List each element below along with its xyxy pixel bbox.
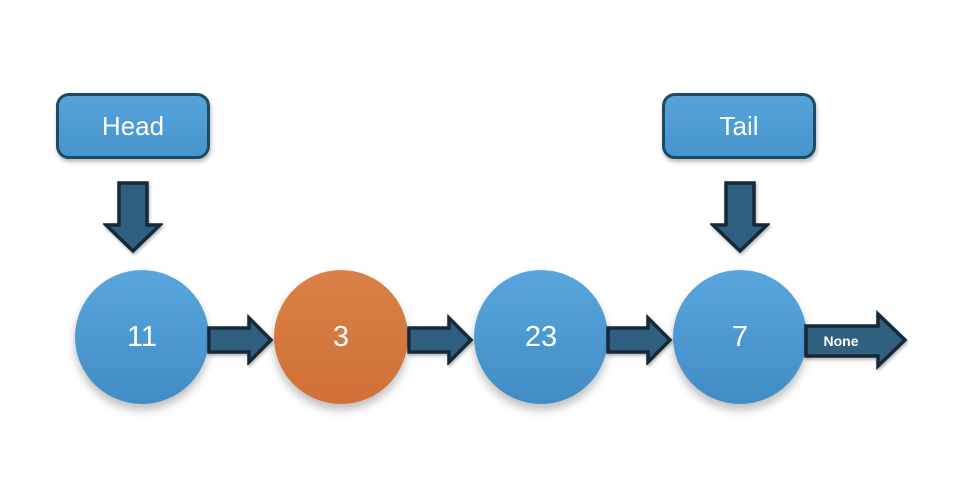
node-value: 11 (126, 320, 158, 353)
next-arrow-icon (207, 313, 274, 365)
next-arrow-icon (407, 313, 474, 365)
terminator-arrow: None (804, 310, 908, 370)
tail-down-arrow-icon (710, 181, 770, 254)
none-arrow-icon (804, 310, 908, 370)
next-arrow-icon (606, 313, 673, 365)
list-node: 11 (75, 270, 209, 404)
list-node: 3 (274, 270, 408, 404)
tail-pointer-label: Tail (719, 110, 759, 141)
tail-pointer-box: Tail (662, 93, 816, 159)
head-pointer-box: Head (56, 93, 210, 159)
node-value: 7 (731, 320, 749, 353)
none-label: None (823, 333, 859, 349)
node-value: 3 (332, 320, 350, 353)
list-node: 23 (474, 270, 608, 404)
head-pointer-label: Head (101, 110, 165, 141)
head-down-arrow-icon (103, 181, 163, 254)
node-value: 23 (524, 320, 558, 353)
list-node: 7 (673, 270, 807, 404)
